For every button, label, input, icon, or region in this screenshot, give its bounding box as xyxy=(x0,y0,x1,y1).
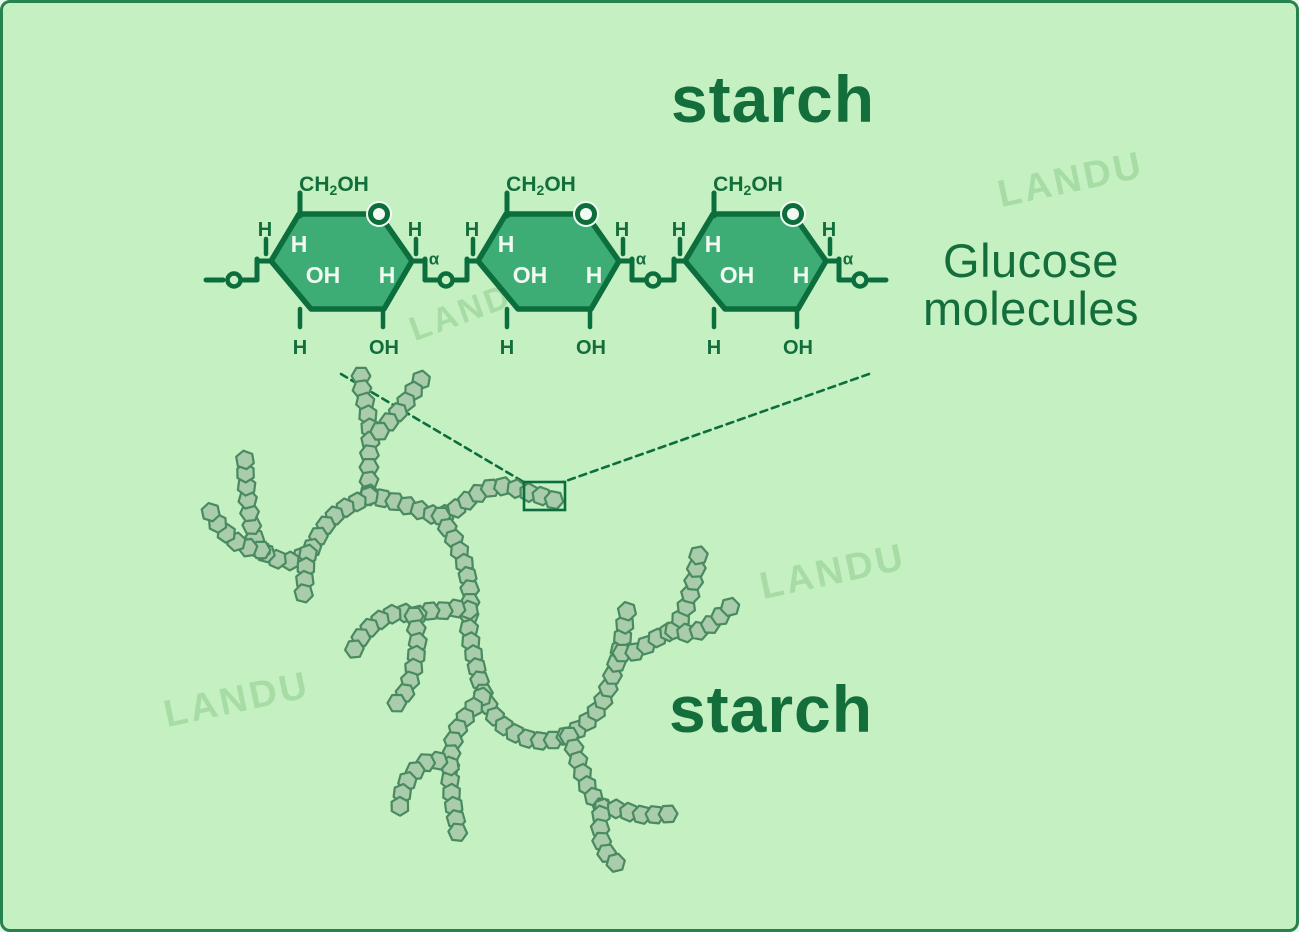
ring-oxygen xyxy=(782,203,804,225)
glucose-unit-hex xyxy=(390,795,410,817)
glucose-unit-hex xyxy=(605,852,626,873)
svg-text:H: H xyxy=(500,337,514,359)
granule-branched-chains xyxy=(200,366,741,873)
glucose-molecules-line1: Glucose xyxy=(943,234,1119,287)
glucose-unit-hex xyxy=(657,804,679,824)
svg-text:OH: OH xyxy=(369,337,399,359)
svg-text:OH: OH xyxy=(513,262,548,288)
ch2oh-label: CH2OH xyxy=(299,173,369,199)
svg-text:H: H xyxy=(258,219,272,241)
svg-text:H: H xyxy=(465,219,479,241)
linkage-oxygen xyxy=(225,271,243,289)
glucose-unit-hex xyxy=(543,490,565,510)
svg-text:OH: OH xyxy=(720,262,755,288)
svg-text:H: H xyxy=(293,337,307,359)
glucose-unit-hex xyxy=(369,421,391,441)
ring-oxygen xyxy=(368,203,390,225)
svg-text:H: H xyxy=(705,231,722,257)
linkage-oxygen xyxy=(851,271,869,289)
glucose-molecules-line2: molecules xyxy=(922,281,1140,335)
starch-title-top: starch xyxy=(670,62,876,136)
svg-text:H: H xyxy=(707,337,721,359)
svg-text:α: α xyxy=(843,250,854,269)
svg-text:H: H xyxy=(408,219,422,241)
glucose-unit-hex xyxy=(631,804,653,825)
svg-text:OH: OH xyxy=(783,337,813,359)
svg-text:H: H xyxy=(672,219,686,241)
glucose-unit-hex xyxy=(344,639,365,659)
glucose-unit-hex xyxy=(293,583,314,604)
svg-text:OH: OH xyxy=(306,262,341,288)
svg-text:H: H xyxy=(379,262,396,288)
glucose-unit-hex xyxy=(386,693,408,713)
svg-text:H: H xyxy=(822,219,836,241)
zoom-guide-lines xyxy=(339,372,871,486)
ch2oh-label: CH2OH xyxy=(506,173,576,199)
glucose-unit-hex xyxy=(447,822,469,843)
svg-text:H: H xyxy=(291,231,308,257)
svg-text:H: H xyxy=(498,231,515,257)
glucose-unit-hex xyxy=(688,545,709,566)
ch2oh-label: CH2OH xyxy=(713,173,783,199)
svg-text:OH: OH xyxy=(576,337,606,359)
linkage-oxygen xyxy=(644,271,662,289)
glucose-molecules-label: Glucose molecules xyxy=(871,237,1191,333)
glucose-unit-hex xyxy=(719,596,741,618)
zoom-box xyxy=(522,480,567,512)
ring-oxygen xyxy=(575,203,597,225)
glucose-unit-hex xyxy=(235,449,255,471)
linkage-oxygen xyxy=(437,271,455,289)
svg-text:α: α xyxy=(636,250,647,269)
svg-text:H: H xyxy=(586,262,603,288)
svg-text:α: α xyxy=(429,250,440,269)
svg-text:H: H xyxy=(793,262,810,288)
starch-title-bottom: starch xyxy=(668,672,874,746)
svg-text:H: H xyxy=(615,219,629,241)
glucose-unit-hex xyxy=(616,600,638,622)
glucose-unit-hex xyxy=(200,501,221,523)
